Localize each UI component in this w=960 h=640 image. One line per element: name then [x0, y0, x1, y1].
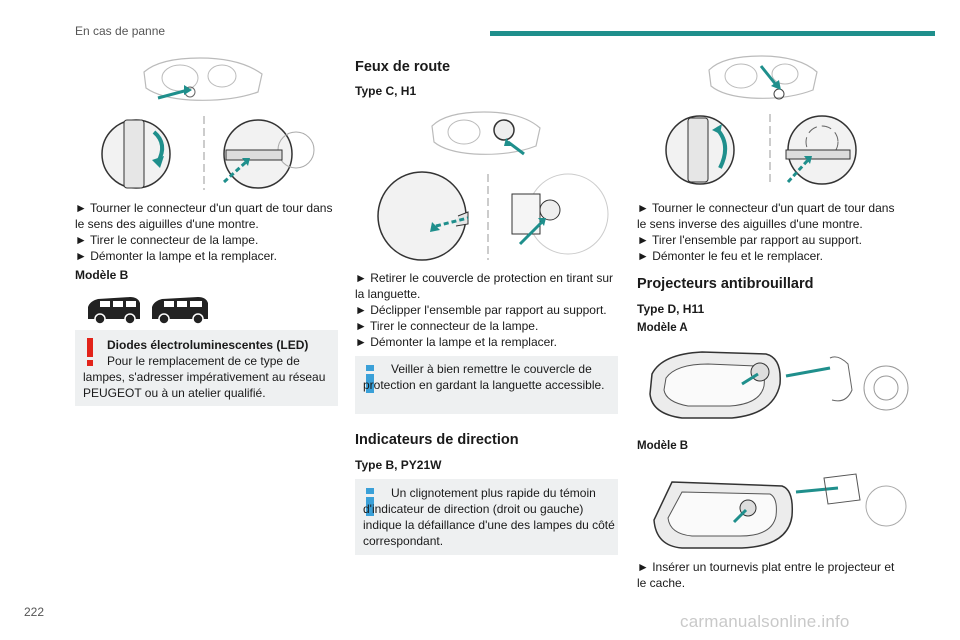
info-box: Veiller à bien remettre le couvercle de …	[355, 356, 618, 414]
info-icon	[366, 365, 374, 393]
step-text: ► Tirer le connecteur de la lampe.	[355, 319, 539, 333]
section-heading: Projecteurs antibrouillard	[637, 276, 814, 292]
model-b-label: Modèle B	[75, 268, 129, 282]
step-text: ► Démonter la lampe et la remplacer.	[75, 249, 277, 263]
step-text: ► Démonter la lampe et la remplacer.	[355, 335, 557, 349]
headlamp-illustration	[431, 111, 541, 156]
info-box: Un clignotement plus rapide du témoin d'…	[355, 479, 618, 555]
van-icon	[88, 297, 140, 325]
header-accent-bar	[490, 31, 935, 36]
step-text: ► Démonter le feu et le remplacer.	[637, 249, 823, 263]
page-number: 222	[24, 605, 45, 619]
final-step-text: ► Insérer un tournevis plat entre le pro…	[637, 560, 895, 590]
step-text: ► Tirer le connecteur de la lampe.	[75, 233, 259, 247]
type-label: Type B, PY21W	[355, 458, 442, 472]
warning-text: Pour le remplacement de ce type de lampe…	[83, 354, 326, 400]
model-a-label: Modèle A	[637, 322, 688, 334]
van-icon	[152, 297, 208, 325]
step-text: ► Déclipper l'ensemble par rapport au su…	[355, 303, 607, 317]
step-text: ► Tourner le connecteur d'un quart de to…	[637, 201, 895, 231]
connector-rotation-illustration	[101, 116, 315, 190]
col2-steps: ► Retirer le couvercle de protection en …	[355, 270, 620, 350]
section-heading: Feux de route	[355, 59, 451, 75]
warning-box: Diodes électroluminescentes (LED) Pour l…	[75, 330, 338, 406]
col1-steps: ► Tourner le connecteur d'un quart de to…	[75, 200, 340, 264]
fog-lamp-model-b-illustration	[653, 473, 907, 549]
headlamp-illustration	[708, 55, 818, 100]
step-text: ► Tourner le connecteur d'un quart de to…	[75, 201, 333, 231]
watermark-text: carmanualsonline.info	[680, 612, 850, 631]
model-b-label: Modèle B	[637, 440, 689, 452]
protective-cover-illustration	[377, 171, 609, 261]
section-header: En cas de panne	[75, 24, 166, 38]
step-text: ► Tirer l'ensemble par rapport au suppor…	[637, 233, 862, 247]
fog-lamp-model-a-illustration	[649, 351, 909, 419]
info-text: Un clignotement plus rapide du témoin d'…	[363, 486, 615, 548]
col3-steps: ► Tourner le connecteur d'un quart de to…	[637, 200, 902, 264]
connector-rotation-illustration	[665, 114, 857, 186]
type-label: Type C, H1	[355, 84, 417, 98]
warning-exclamation-icon	[87, 338, 93, 366]
warning-title: Diodes électroluminescentes (LED)	[107, 338, 309, 352]
section-heading: Indicateurs de direction	[355, 432, 519, 448]
step-text: ► Retirer le couvercle de protection en …	[355, 271, 613, 301]
type-label: Type D, H11	[637, 302, 705, 316]
info-text: Veiller à bien remettre le couvercle de …	[363, 362, 605, 392]
info-icon	[366, 488, 374, 516]
headlamp-illustration	[143, 57, 263, 101]
